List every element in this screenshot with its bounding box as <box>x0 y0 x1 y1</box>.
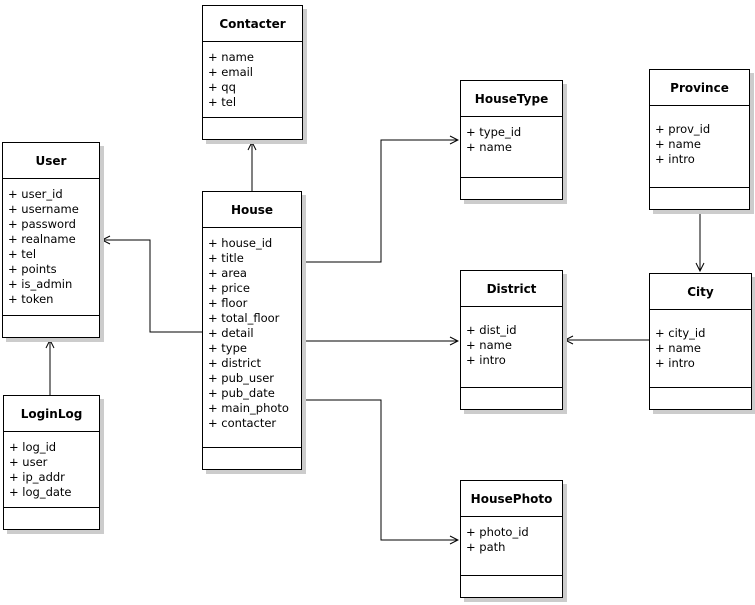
class-attributes: + prov_id + name + intro <box>650 106 749 188</box>
class-title: Province <box>650 70 749 106</box>
class-attribute: + contacter <box>208 416 277 430</box>
class-attribute: + house_id <box>208 236 273 250</box>
class-attribute: + intro <box>466 353 506 367</box>
class-methods-empty <box>4 508 99 529</box>
class-title: HousePhoto <box>461 481 562 517</box>
connector-house-housephoto <box>302 399 458 540</box>
class-attribute: + log_date <box>9 485 72 499</box>
class-methods-empty <box>650 188 749 209</box>
class-attributes: + log_id + user + ip_addr + log_date <box>4 432 99 508</box>
class-methods-empty <box>203 118 302 139</box>
class-attribute: + name <box>466 338 512 352</box>
class-attribute: + intro <box>655 356 695 370</box>
class-box-loginlog[interactable]: LoginLog + log_id + user + ip_addr + log… <box>3 395 100 530</box>
class-attribute: + password <box>8 217 76 231</box>
class-methods-empty <box>461 388 562 409</box>
class-methods-empty <box>650 388 751 409</box>
class-attributes: + house_id + title + area + price + floo… <box>203 228 301 448</box>
class-attribute: + photo_id <box>466 525 529 539</box>
class-attributes: + type_id + name <box>461 117 562 178</box>
class-attribute: + path <box>466 540 506 554</box>
class-attribute: + area <box>208 266 247 280</box>
class-methods-empty <box>203 448 301 469</box>
class-methods-empty <box>461 178 562 199</box>
class-attribute: + dist_id <box>466 323 517 337</box>
class-attribute: + price <box>208 281 250 295</box>
class-attribute: + points <box>8 262 57 276</box>
class-title: City <box>650 274 751 310</box>
class-attribute: + username <box>8 202 79 216</box>
class-box-user[interactable]: User + user_id + username + password + r… <box>2 142 100 338</box>
class-box-house[interactable]: House + house_id + title + area + price … <box>202 191 302 470</box>
class-attribute: + name <box>655 137 701 151</box>
class-title: LoginLog <box>4 396 99 432</box>
class-attribute: + user_id <box>8 187 63 201</box>
class-attribute: + email <box>208 65 254 79</box>
class-attribute: + is_admin <box>8 277 73 291</box>
class-box-housephoto[interactable]: HousePhoto + photo_id + path <box>460 480 563 598</box>
class-attributes: + name + email + qq + tel <box>203 42 302 118</box>
connector-house-housetype <box>302 140 458 263</box>
class-attribute: + pub_user <box>208 371 275 385</box>
class-attribute: + pub_date <box>208 386 275 400</box>
class-attribute: + prov_id <box>655 122 711 136</box>
class-attribute: + name <box>466 140 512 154</box>
class-box-city[interactable]: City + city_id + name + intro <box>649 273 752 410</box>
class-attribute: + log_id <box>9 440 57 454</box>
class-attribute: + ip_addr <box>9 470 65 484</box>
class-box-housetype[interactable]: HouseType + type_id + name <box>460 80 563 200</box>
class-attribute: + detail <box>208 326 254 340</box>
class-box-contacter[interactable]: Contacter + name + email + qq + tel <box>202 5 303 140</box>
class-attributes: + city_id + name + intro <box>650 310 751 388</box>
class-attribute: + name <box>208 50 254 64</box>
class-attribute: + floor <box>208 296 248 310</box>
class-attribute: + user <box>9 455 48 469</box>
class-attributes: + user_id + username + password + realna… <box>3 179 99 316</box>
class-attribute: + token <box>8 292 54 306</box>
class-attribute: + intro <box>655 152 695 166</box>
class-box-district[interactable]: District + dist_id + name + intro <box>460 270 563 410</box>
class-attribute: + tel <box>8 247 37 261</box>
class-title: Contacter <box>203 6 302 42</box>
class-attribute: + main_photo <box>208 401 289 415</box>
class-attribute: + district <box>208 356 262 370</box>
class-attribute: + qq <box>208 80 236 94</box>
class-attribute: + type <box>208 341 247 355</box>
class-title: House <box>203 192 301 228</box>
class-attributes: + photo_id + path <box>461 517 562 576</box>
class-title: HouseType <box>461 81 562 117</box>
class-box-province[interactable]: Province + prov_id + name + intro <box>649 69 750 210</box>
class-title: District <box>461 271 562 307</box>
class-attribute: + tel <box>208 95 237 109</box>
class-methods-empty <box>461 576 562 597</box>
class-title: User <box>3 143 99 179</box>
class-attribute: + type_id <box>466 125 522 139</box>
class-attribute: + title <box>208 251 244 265</box>
class-attributes: + dist_id + name + intro <box>461 307 562 388</box>
class-attribute: + name <box>655 341 701 355</box>
connector-house-user <box>102 240 202 333</box>
class-attribute: + total_floor <box>208 311 280 325</box>
class-attribute: + city_id <box>655 326 706 340</box>
class-attribute: + realname <box>8 232 76 246</box>
class-methods-empty <box>3 316 99 337</box>
